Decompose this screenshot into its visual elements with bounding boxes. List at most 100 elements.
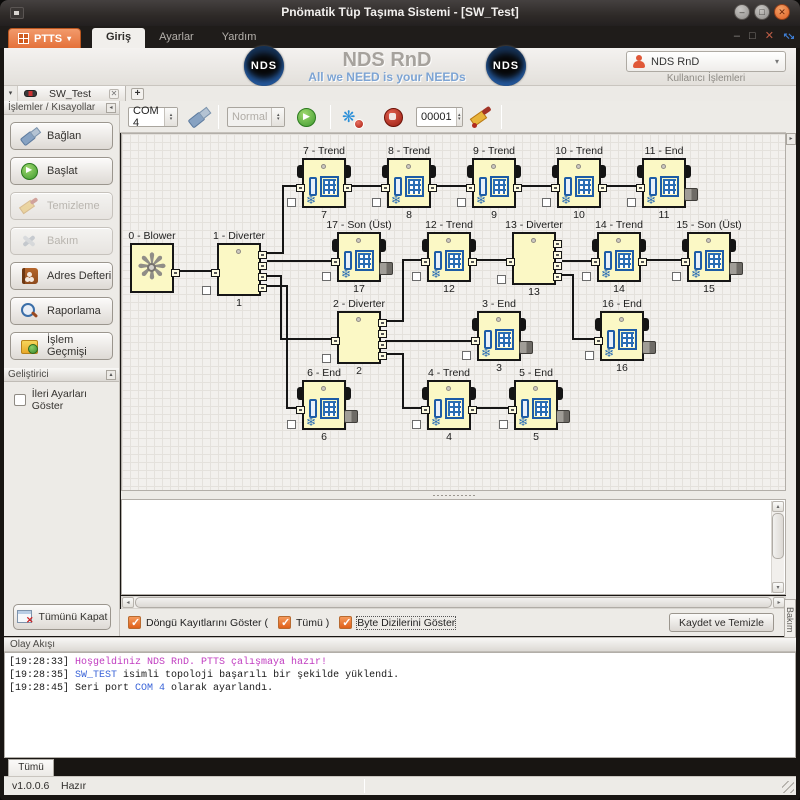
node-checkbox[interactable] bbox=[499, 420, 508, 429]
node-9[interactable]: ❄ bbox=[466, 158, 522, 208]
node-checkbox[interactable] bbox=[542, 198, 551, 207]
fullscreen-icon[interactable]: ↖↘ bbox=[782, 31, 795, 41]
node-checkbox[interactable] bbox=[287, 198, 296, 207]
mdi-restore-icon[interactable]: □ bbox=[749, 30, 756, 42]
sidebar-button-adres-defteri[interactable]: Adres Defteri bbox=[10, 262, 113, 290]
tab-close-icon[interactable]: ✕ bbox=[109, 88, 120, 99]
document-tab-title: SW_Test bbox=[49, 87, 92, 100]
node-1[interactable] bbox=[211, 243, 267, 296]
keypad-icon bbox=[660, 176, 679, 197]
node-checkbox[interactable] bbox=[457, 198, 466, 207]
checkbox-tumu[interactable] bbox=[277, 616, 291, 629]
clean-icon[interactable] bbox=[471, 107, 491, 128]
resize-grip[interactable] bbox=[782, 781, 794, 793]
node-checkbox[interactable] bbox=[412, 420, 421, 429]
mdi-close-icon[interactable]: ✕ bbox=[764, 30, 774, 42]
bracket-right bbox=[346, 387, 351, 400]
com-port-select[interactable]: COM 4 ▴▾ bbox=[128, 105, 178, 129]
collapse-up-icon[interactable]: ▴ bbox=[106, 370, 116, 380]
vertical-scrollbar[interactable]: ▴ ▾ bbox=[771, 501, 784, 593]
sidebar-button-baglan[interactable]: Bağlan bbox=[10, 122, 113, 150]
ptts-app-button[interactable]: PTTS ▾ bbox=[8, 28, 82, 48]
scroll-left-icon[interactable]: ◂ bbox=[122, 597, 134, 608]
close-all-button[interactable]: Tümünü Kapat bbox=[13, 604, 111, 630]
node-6[interactable]: ❄ bbox=[296, 380, 358, 430]
node-11[interactable]: ❄ bbox=[636, 158, 698, 208]
bakim-side-tab[interactable]: Bakım bbox=[784, 599, 796, 641]
close-button[interactable]: ✕ bbox=[774, 4, 790, 20]
node-8[interactable]: ❄ bbox=[381, 158, 437, 208]
node-4[interactable]: ❄ bbox=[421, 380, 477, 430]
maximize-button[interactable]: □ bbox=[754, 4, 770, 20]
horizontal-scrollbar[interactable]: ◂ ▸ bbox=[121, 596, 786, 609]
user-caption: Kullanıcı İşlemleri bbox=[666, 73, 746, 84]
handset-icon bbox=[521, 399, 529, 418]
menu-tab-giris[interactable]: Giriş bbox=[92, 28, 146, 48]
log-filter-tab[interactable]: Tümü bbox=[8, 759, 54, 776]
log-text: Seri port bbox=[69, 683, 136, 694]
node-10[interactable]: ❄ bbox=[551, 158, 607, 208]
document-tab[interactable]: SW_Test ✕ bbox=[18, 86, 127, 101]
checkbox-dongu-kayitlari[interactable] bbox=[128, 616, 141, 629]
node-checkbox[interactable] bbox=[287, 420, 296, 429]
scroll-up-icon[interactable]: ▴ bbox=[772, 501, 784, 512]
connect-icon[interactable] bbox=[188, 107, 208, 127]
node-0[interactable]: ❋ bbox=[130, 243, 180, 293]
node-13[interactable] bbox=[506, 232, 562, 285]
byte-output-area[interactable]: ▴ ▾ bbox=[121, 499, 786, 595]
counter-field[interactable]: 00001 ▴▾ bbox=[416, 106, 463, 127]
blower-stop-icon[interactable]: ❋ bbox=[342, 107, 364, 129]
node-15[interactable]: ❄ bbox=[681, 232, 743, 282]
checkbox-byte-dizileri[interactable] bbox=[339, 616, 353, 629]
scroll-down-icon[interactable]: ▾ bbox=[772, 582, 784, 593]
advanced-settings-checkbox[interactable] bbox=[14, 394, 26, 406]
node-checkbox[interactable] bbox=[462, 351, 471, 360]
tab-list-dropdown[interactable]: ▾ bbox=[4, 86, 18, 101]
node-checkbox[interactable] bbox=[322, 354, 331, 363]
node-3[interactable]: ❄ bbox=[471, 311, 533, 361]
sidebar-button-baslat[interactable]: Başlat bbox=[10, 157, 113, 185]
scrollbar-thumb[interactable] bbox=[772, 513, 784, 559]
minimize-button[interactable]: – bbox=[734, 4, 750, 20]
event-log[interactable]: [19:28:33] Hoşgeldiniz NDS RnD. PTTS çal… bbox=[4, 652, 796, 758]
node-checkbox[interactable] bbox=[582, 272, 591, 281]
node-checkbox[interactable] bbox=[585, 351, 594, 360]
node-17[interactable]: ❄ bbox=[331, 232, 393, 282]
connector-right bbox=[598, 184, 607, 192]
connector-right bbox=[378, 319, 387, 327]
menu-tab-yardim[interactable]: Yardım bbox=[221, 31, 257, 43]
node-12[interactable]: ❄ bbox=[421, 232, 477, 282]
node-14[interactable]: ❄ bbox=[591, 232, 647, 282]
node-5[interactable]: ❄ bbox=[508, 380, 570, 430]
node-checkbox[interactable] bbox=[322, 272, 331, 281]
node-checkbox[interactable] bbox=[372, 198, 381, 207]
sidebar-button-raporlama[interactable]: Raporlama bbox=[10, 297, 113, 325]
node-checkbox[interactable] bbox=[627, 198, 636, 207]
menu-tab-ayarlar[interactable]: Ayarlar bbox=[159, 31, 194, 43]
log-timestamp: [19:28:45] bbox=[9, 683, 70, 694]
stop-icon[interactable] bbox=[383, 107, 403, 127]
node-16[interactable]: ❄ bbox=[594, 311, 656, 361]
new-tab-button[interactable]: + bbox=[131, 87, 145, 100]
grid-icon bbox=[18, 33, 29, 44]
mdi-minimize-icon[interactable]: – bbox=[733, 30, 741, 42]
start-icon[interactable]: ▶ bbox=[296, 107, 316, 127]
save-and-clear-button[interactable]: Kaydet ve Temizle bbox=[668, 613, 774, 632]
node-7[interactable]: ❄ bbox=[296, 158, 352, 208]
node-checkbox[interactable] bbox=[202, 286, 211, 295]
scrollbar-thumb[interactable] bbox=[135, 597, 772, 608]
sidebar-button-islem-gecmisi[interactable]: İşlem Geçmişi bbox=[10, 332, 113, 360]
toolbar-separator bbox=[330, 104, 331, 129]
bracket-left bbox=[382, 165, 387, 178]
expand-panel-icon[interactable]: ▸ bbox=[786, 133, 796, 145]
user-dropdown[interactable]: NDS RnD ▾ bbox=[626, 51, 786, 72]
log-entry: [19:28:35] SW_TEST isimli topoloji başar… bbox=[9, 669, 791, 682]
node-checkbox[interactable] bbox=[497, 275, 506, 284]
node-2[interactable] bbox=[331, 311, 387, 364]
node-checkbox[interactable] bbox=[672, 272, 681, 281]
node-checkbox[interactable] bbox=[412, 272, 421, 281]
collapse-left-icon[interactable]: ◂ bbox=[106, 103, 116, 113]
splitter-handle[interactable] bbox=[121, 491, 786, 499]
phone-icon bbox=[344, 250, 374, 271]
